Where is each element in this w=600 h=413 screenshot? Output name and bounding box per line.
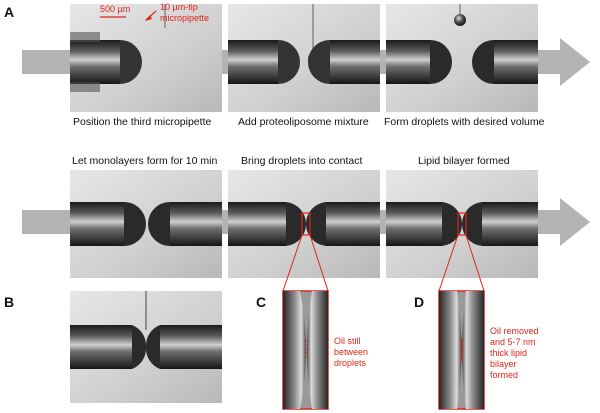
- caption-form-droplets: Form droplets with desired volume: [384, 116, 545, 128]
- image-monolayers: [70, 170, 222, 278]
- caption-monolayers: Let monolayers form for 10 min: [72, 155, 218, 167]
- panel-c-note: Oil still between droplets: [334, 336, 368, 369]
- caption-contact: Bring droplets into contact: [241, 155, 363, 167]
- pipette-note-line1: 10 µm-tip: [160, 2, 198, 12]
- panel-d-note-line5: formed: [490, 370, 519, 380]
- caption-bilayer: Lipid bilayer formed: [418, 155, 510, 167]
- panel-d-note-line2: and 5-7 nm: [490, 337, 536, 347]
- zoom-image-d: [438, 290, 485, 410]
- image-position-pipette: [70, 4, 222, 112]
- zoom-connector-c: [282, 234, 329, 292]
- panel-label-d: D: [414, 294, 425, 310]
- scale-bar-label: 500 µm: [100, 4, 131, 14]
- panel-d-note-line1: Oil removed: [490, 326, 539, 336]
- image-panel-b: [70, 291, 222, 403]
- panel-d-note-line3: thick lipid: [490, 348, 528, 358]
- zoom-connector-d: [438, 234, 485, 292]
- panel-label-c: C: [256, 294, 267, 310]
- panel-c-note-line1: Oil still: [334, 336, 361, 346]
- zoom-image-c: [282, 290, 329, 410]
- pipette-note: 10 µm-tip micropipette: [160, 2, 209, 24]
- panel-d-note: Oil removed and 5-7 nm thick lipid bilay…: [490, 326, 539, 381]
- panel-c-note-line2: between: [334, 347, 369, 357]
- panel-label-b: B: [4, 294, 15, 310]
- caption-add-mixture: Add proteoliposome mixture: [238, 116, 369, 128]
- pipette-note-line2: micropipette: [160, 13, 210, 23]
- image-contact: [228, 170, 380, 278]
- panel-label-a: A: [4, 4, 15, 20]
- image-bilayer: [386, 170, 538, 278]
- panel-c-note-line3: droplets: [334, 358, 367, 368]
- image-form-droplets: [386, 4, 538, 112]
- image-add-mixture: [228, 4, 380, 112]
- caption-position-pipette: Position the third micropipette: [73, 116, 212, 128]
- panel-d-note-line4: bilayer: [490, 359, 517, 369]
